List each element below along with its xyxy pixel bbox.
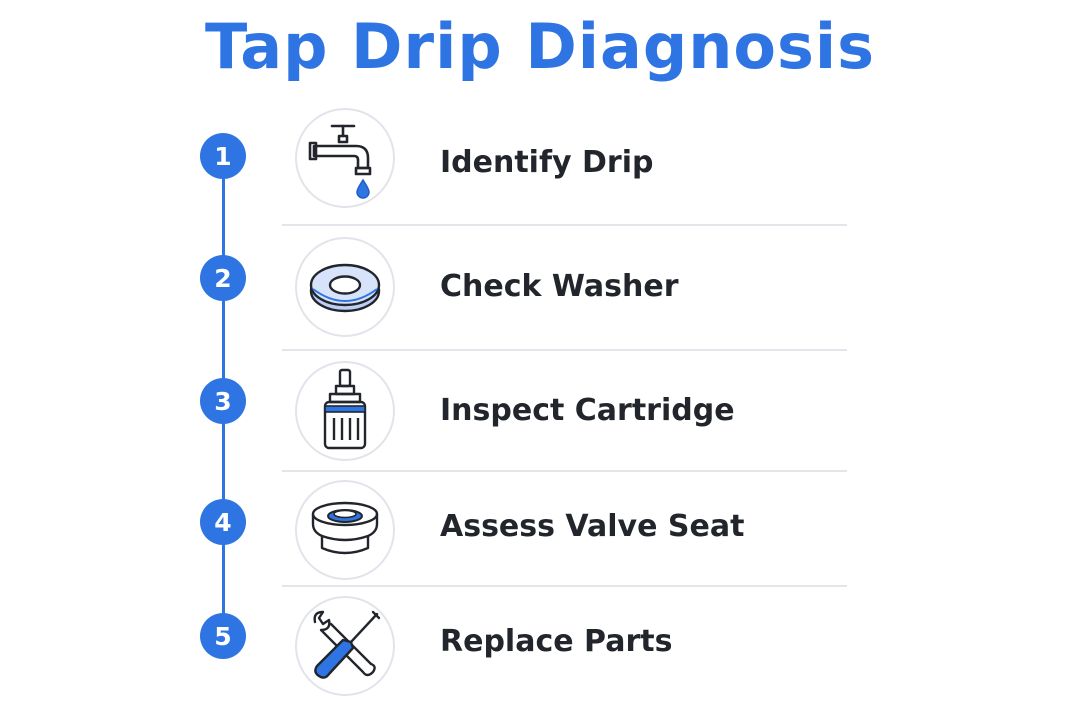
- step-icon-circle: [295, 596, 395, 696]
- wrench-screwdriver-icon: [313, 610, 381, 679]
- faucet-drip-icon: [308, 124, 372, 199]
- step-label: Inspect Cartridge: [440, 393, 735, 428]
- step-number-badge: 5: [200, 613, 246, 659]
- step-icon-circle: [295, 108, 395, 208]
- step-divider: [282, 585, 847, 587]
- step-icon-circle: [295, 480, 395, 580]
- step-number-badge: 1: [200, 133, 246, 179]
- step-icon-circle: [295, 237, 395, 337]
- step-label: Replace Parts: [440, 624, 673, 659]
- step-label: Identify Drip: [440, 145, 654, 180]
- step-number-badge: 2: [200, 255, 246, 301]
- step-divider: [282, 349, 847, 351]
- step-number-badge: 4: [200, 499, 246, 545]
- cartridge-icon: [323, 368, 367, 450]
- step-divider: [282, 224, 847, 226]
- step-label: Assess Valve Seat: [440, 509, 745, 544]
- step-icon-circle: [295, 361, 395, 461]
- washer-icon: [309, 263, 381, 313]
- step-number-badge: 3: [200, 378, 246, 424]
- step-divider: [282, 470, 847, 472]
- page-title: Tap Drip Diagnosis: [204, 10, 876, 83]
- valve-seat-icon: [311, 501, 379, 555]
- step-label: Check Washer: [440, 269, 679, 304]
